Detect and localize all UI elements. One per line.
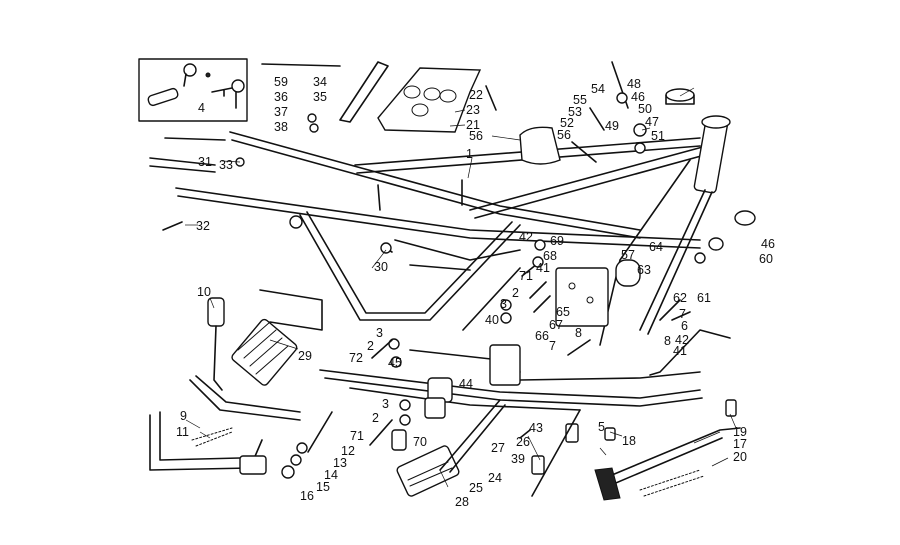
- callout-3-bottom: 3: [382, 397, 389, 411]
- callout-71-center: 71: [519, 269, 533, 283]
- callout-14: 14: [324, 468, 338, 482]
- callout-32: 32: [196, 219, 210, 233]
- callout-23: 23: [466, 103, 480, 117]
- callout-38: 38: [274, 120, 288, 134]
- callout-28: 28: [455, 495, 469, 509]
- callout-42-right: 42: [675, 333, 689, 347]
- callout-62: 62: [673, 291, 687, 305]
- callout-18: 18: [622, 434, 636, 448]
- callout-56-top: 56: [469, 129, 483, 143]
- callout-4: 4: [198, 101, 205, 115]
- center-stand: [149, 375, 301, 475]
- callout-7-center: 7: [549, 339, 556, 353]
- callout-37: 37: [274, 105, 288, 119]
- side-stand: [594, 399, 741, 501]
- callout-1: 1: [466, 147, 473, 161]
- footrest-left: [207, 289, 323, 391]
- callout-69: 69: [550, 234, 564, 248]
- callout-15: 15: [316, 480, 330, 494]
- callout-27: 27: [491, 441, 505, 455]
- callout-46-right: 46: [761, 237, 775, 251]
- callout-7-right: 7: [679, 307, 686, 321]
- callout-24: 24: [488, 471, 502, 485]
- callout-26: 26: [516, 435, 530, 449]
- callout-67: 67: [549, 318, 563, 332]
- callout-2-bottom: 2: [372, 411, 379, 425]
- lower-cradle-rails: [319, 329, 731, 419]
- callout-31: 31: [198, 155, 212, 169]
- callout-34: 34: [313, 75, 327, 89]
- inset-lock-key-parts: [138, 58, 248, 122]
- leader-lines: [185, 87, 737, 488]
- callout-41-center: 41: [536, 261, 550, 275]
- callout-39: 39: [511, 452, 525, 466]
- callout-45: 45: [388, 356, 402, 370]
- callout-25: 25: [469, 481, 483, 495]
- callout-52: 52: [560, 116, 574, 130]
- callout-8-right: 8: [664, 334, 671, 348]
- callout-35: 35: [313, 90, 327, 104]
- callout-63: 63: [637, 263, 651, 277]
- callout-11: 11: [176, 425, 189, 439]
- callout-56-right: 56: [557, 128, 571, 142]
- callout-51: 51: [651, 129, 665, 143]
- callout-71-bottom: 71: [350, 429, 364, 443]
- callout-65: 65: [556, 305, 570, 319]
- callout-8-center: 8: [575, 326, 582, 340]
- callout-49: 49: [605, 119, 619, 133]
- fasteners: [162, 61, 756, 497]
- callout-68: 68: [543, 249, 557, 263]
- footrest-right: [396, 399, 506, 497]
- callout-29: 29: [298, 349, 312, 363]
- callout-41-right: 41: [673, 344, 687, 358]
- callout-70: 70: [413, 435, 427, 449]
- callout-64: 64: [649, 240, 663, 254]
- callout-72: 72: [349, 351, 363, 365]
- callout-42-center: 42: [519, 230, 533, 244]
- callout-3-center: 3: [500, 297, 507, 311]
- callout-36: 36: [274, 90, 288, 104]
- battery-tray: [261, 61, 482, 133]
- callout-9: 9: [180, 409, 187, 423]
- callout-66: 66: [535, 329, 549, 343]
- callout-50: 50: [638, 102, 652, 116]
- callout-19: 19: [733, 425, 747, 439]
- callout-30: 30: [374, 260, 388, 274]
- callout-labels: 4 59 36 37 38 34 35 22 23 21 56 1 31 33 …: [176, 75, 775, 509]
- callout-55: 55: [573, 93, 587, 107]
- callout-44: 44: [459, 377, 473, 391]
- callout-33: 33: [219, 158, 233, 172]
- callout-46-top: 46: [631, 90, 645, 104]
- callout-57: 57: [621, 248, 635, 262]
- callout-16: 16: [300, 489, 314, 503]
- callout-10: 10: [197, 285, 211, 299]
- callout-43: 43: [529, 421, 543, 435]
- callout-2-left: 2: [367, 339, 374, 353]
- callout-40: 40: [485, 313, 499, 327]
- callout-12: 12: [341, 444, 355, 458]
- callout-20: 20: [733, 450, 747, 464]
- callout-13: 13: [333, 456, 347, 470]
- callout-22: 22: [469, 88, 483, 102]
- callout-59: 59: [274, 75, 288, 89]
- callout-47: 47: [645, 115, 659, 129]
- callout-21: 21: [466, 118, 480, 132]
- callout-61: 61: [697, 291, 711, 305]
- callout-3-left: 3: [376, 326, 383, 340]
- callout-6: 6: [681, 319, 688, 333]
- callout-5: 5: [598, 420, 605, 434]
- callout-60: 60: [759, 252, 773, 266]
- callout-2-center: 2: [512, 286, 519, 300]
- callout-48: 48: [627, 77, 641, 91]
- callout-54: 54: [591, 82, 605, 96]
- callout-17: 17: [733, 437, 747, 451]
- callout-53: 53: [568, 105, 582, 119]
